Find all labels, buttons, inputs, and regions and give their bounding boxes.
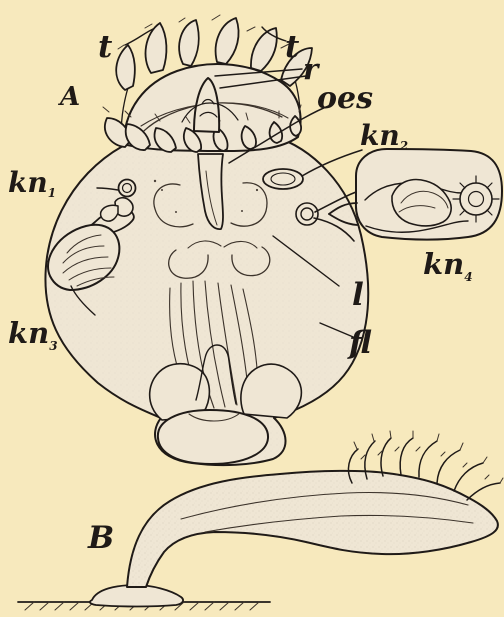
panel-a: A t t r oes kn1 kn2 kn3 kn4 l fl — [8, 15, 502, 465]
panel-label-a: A — [57, 82, 80, 112]
label-kn4: kn4 — [423, 247, 473, 284]
label-oes: oes — [317, 81, 373, 116]
kn2-organ — [263, 169, 303, 189]
panel-label-b: B — [87, 520, 114, 556]
label-l: l — [352, 277, 364, 313]
kn1-organ — [119, 180, 136, 197]
label-fl: fl — [347, 325, 372, 361]
label-kn1: kn1 — [8, 166, 56, 200]
label-kn3: kn3 — [8, 316, 58, 353]
label-t-right: t — [285, 29, 300, 65]
label-kn2: kn2 — [360, 119, 408, 153]
label-t-left: t — [98, 29, 113, 65]
attached-organism — [90, 431, 503, 607]
